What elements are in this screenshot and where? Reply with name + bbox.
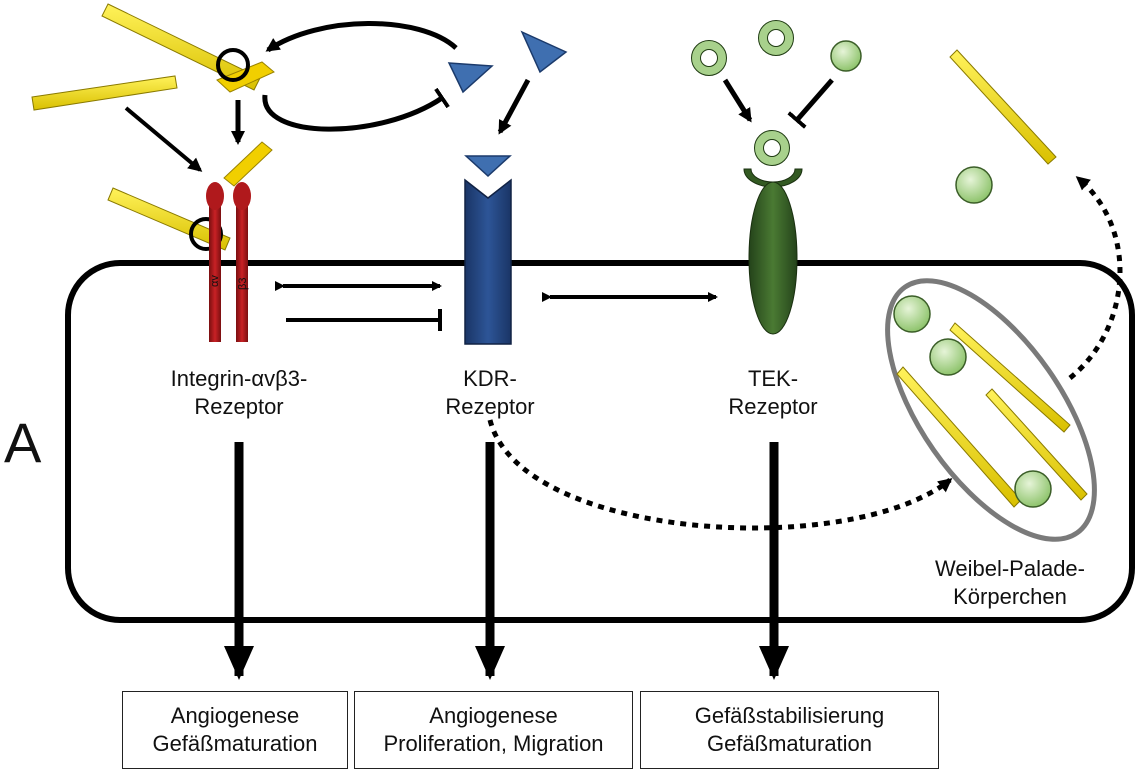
outcome-kdr-line1: Angiogenese	[429, 703, 558, 728]
outcome-tek-line2: Gefäßmaturation	[706, 731, 873, 756]
integrin-label-line2: Rezeptor	[194, 394, 284, 419]
fibrin-rods	[31, 3, 1057, 251]
kdr-label-line2: Rezeptor	[445, 394, 535, 419]
vegf-ligand-1	[447, 62, 494, 94]
integrin-subunit-av: αv	[209, 275, 221, 287]
receptor-crosstalk-arrows	[275, 281, 718, 331]
output-arrows	[224, 442, 789, 680]
panel-label: A	[4, 411, 42, 474]
tek-receptor	[743, 168, 803, 335]
kdr-label-line1: KDR-	[463, 366, 517, 391]
signal-arrows-top	[124, 21, 834, 172]
integrin-receptor: αv β3	[206, 182, 251, 342]
outcome-integrin-line1: Angiogenese	[170, 703, 300, 728]
outcome-tek-line1: Gefäßstabilisierung	[694, 703, 885, 728]
integrin-receptor-label: Integrin-αvβ3- Rezeptor	[139, 365, 339, 421]
outcome-kdr-line2: Proliferation, Migration	[383, 731, 604, 756]
vegf-ligand-bound	[464, 155, 512, 178]
outcome-box-tek: Gefäßstabilisierung Gefäßmaturation	[640, 691, 939, 769]
vegf-ligand-2	[520, 30, 568, 74]
outcome-integrin-line2: Gefäßmaturation	[152, 731, 318, 756]
outcome-box-kdr: Angiogenese Proliferation, Migration	[354, 691, 633, 769]
tek-label-line2: Rezeptor	[728, 394, 818, 419]
outcome-box-integrin: Angiogenese Gefäßmaturation	[122, 691, 348, 769]
yellow-ligand-bound	[223, 141, 273, 187]
cell-membrane	[65, 260, 1135, 623]
integrin-subunit-b3: β3	[237, 278, 249, 290]
angiopoietin-molecules	[691, 20, 993, 204]
integrin-label-line1: Integrin-αvβ3-	[170, 366, 308, 391]
kdr-receptor-label: KDR- Rezeptor	[420, 365, 560, 421]
dotted-arrows	[487, 176, 1123, 531]
weibel-palade-body	[885, 278, 1097, 542]
tek-receptor-label: TEK- Rezeptor	[703, 365, 843, 421]
tek-label-line1: TEK-	[747, 366, 799, 391]
weibel-label-line2: Körperchen	[953, 584, 1067, 609]
binding-site-circle-top	[216, 48, 250, 82]
weibel-palade-label: Weibel-Palade- Körperchen	[920, 555, 1100, 611]
kdr-receptor	[464, 178, 512, 345]
weibel-label-line1: Weibel-Palade-	[934, 556, 1085, 581]
